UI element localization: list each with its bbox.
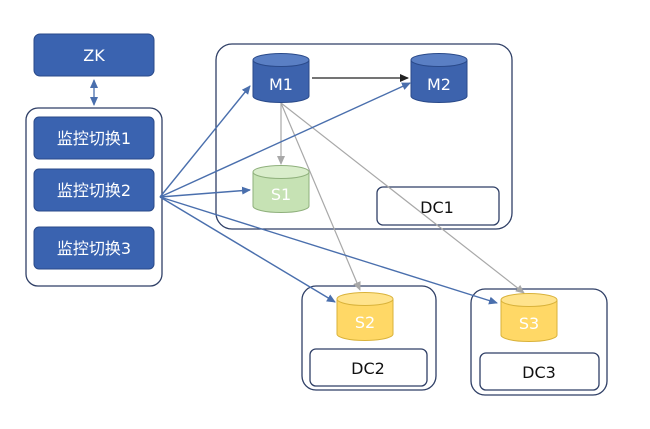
monitor-switch-1-label: 监控切换1	[57, 129, 131, 148]
zk-label: ZK	[83, 46, 105, 65]
m2-label: M2	[427, 75, 451, 94]
monitor-switch-3: 监控切换3	[33, 226, 155, 270]
dc1-label: DC1	[420, 198, 454, 217]
dc3-label: DC3	[522, 363, 556, 382]
dc2-label-box	[309, 348, 428, 387]
s2-db-icon: S2	[336, 292, 394, 341]
dc3-container: DC3	[470, 288, 608, 396]
monitor-switch-3-label: 监控切换3	[57, 239, 131, 258]
dc1-container: DC1	[215, 43, 513, 230]
control-arrows	[159, 82, 498, 305]
s1-db-icon: S1	[252, 165, 310, 213]
s3-db-icon: S3	[500, 293, 558, 342]
m1-db-icon: M1	[252, 53, 310, 103]
s3-label: S3	[519, 314, 539, 333]
s2-label: S2	[355, 313, 375, 332]
m1-label: M1	[269, 75, 293, 94]
zk-node: ZK	[33, 33, 155, 77]
monitor-to-s2-arrow	[159, 196, 336, 303]
monitor-switch-1: 监控切换1	[33, 116, 155, 160]
monitor-to-s3-arrow	[159, 196, 498, 305]
dc3-label-box	[479, 352, 600, 391]
monitor-to-m1-arrow	[159, 85, 251, 198]
monitor-group: 监控切换1 监控切换2 监控切换3	[25, 107, 163, 287]
monitor-to-m2-arrow	[159, 82, 411, 198]
dc2-container: DC2	[301, 285, 437, 391]
monitor-switch-2: 监控切换2	[33, 168, 155, 212]
dc2-label: DC2	[351, 359, 385, 378]
s1-label: S1	[271, 185, 291, 204]
monitor-to-s1-arrow	[159, 186, 251, 198]
monitor-switch-2-label: 监控切换2	[57, 181, 131, 200]
m1-to-s3-replication	[280, 102, 525, 294]
m1-to-s2-replication	[280, 102, 361, 291]
m2-db-icon: M2	[410, 53, 468, 103]
